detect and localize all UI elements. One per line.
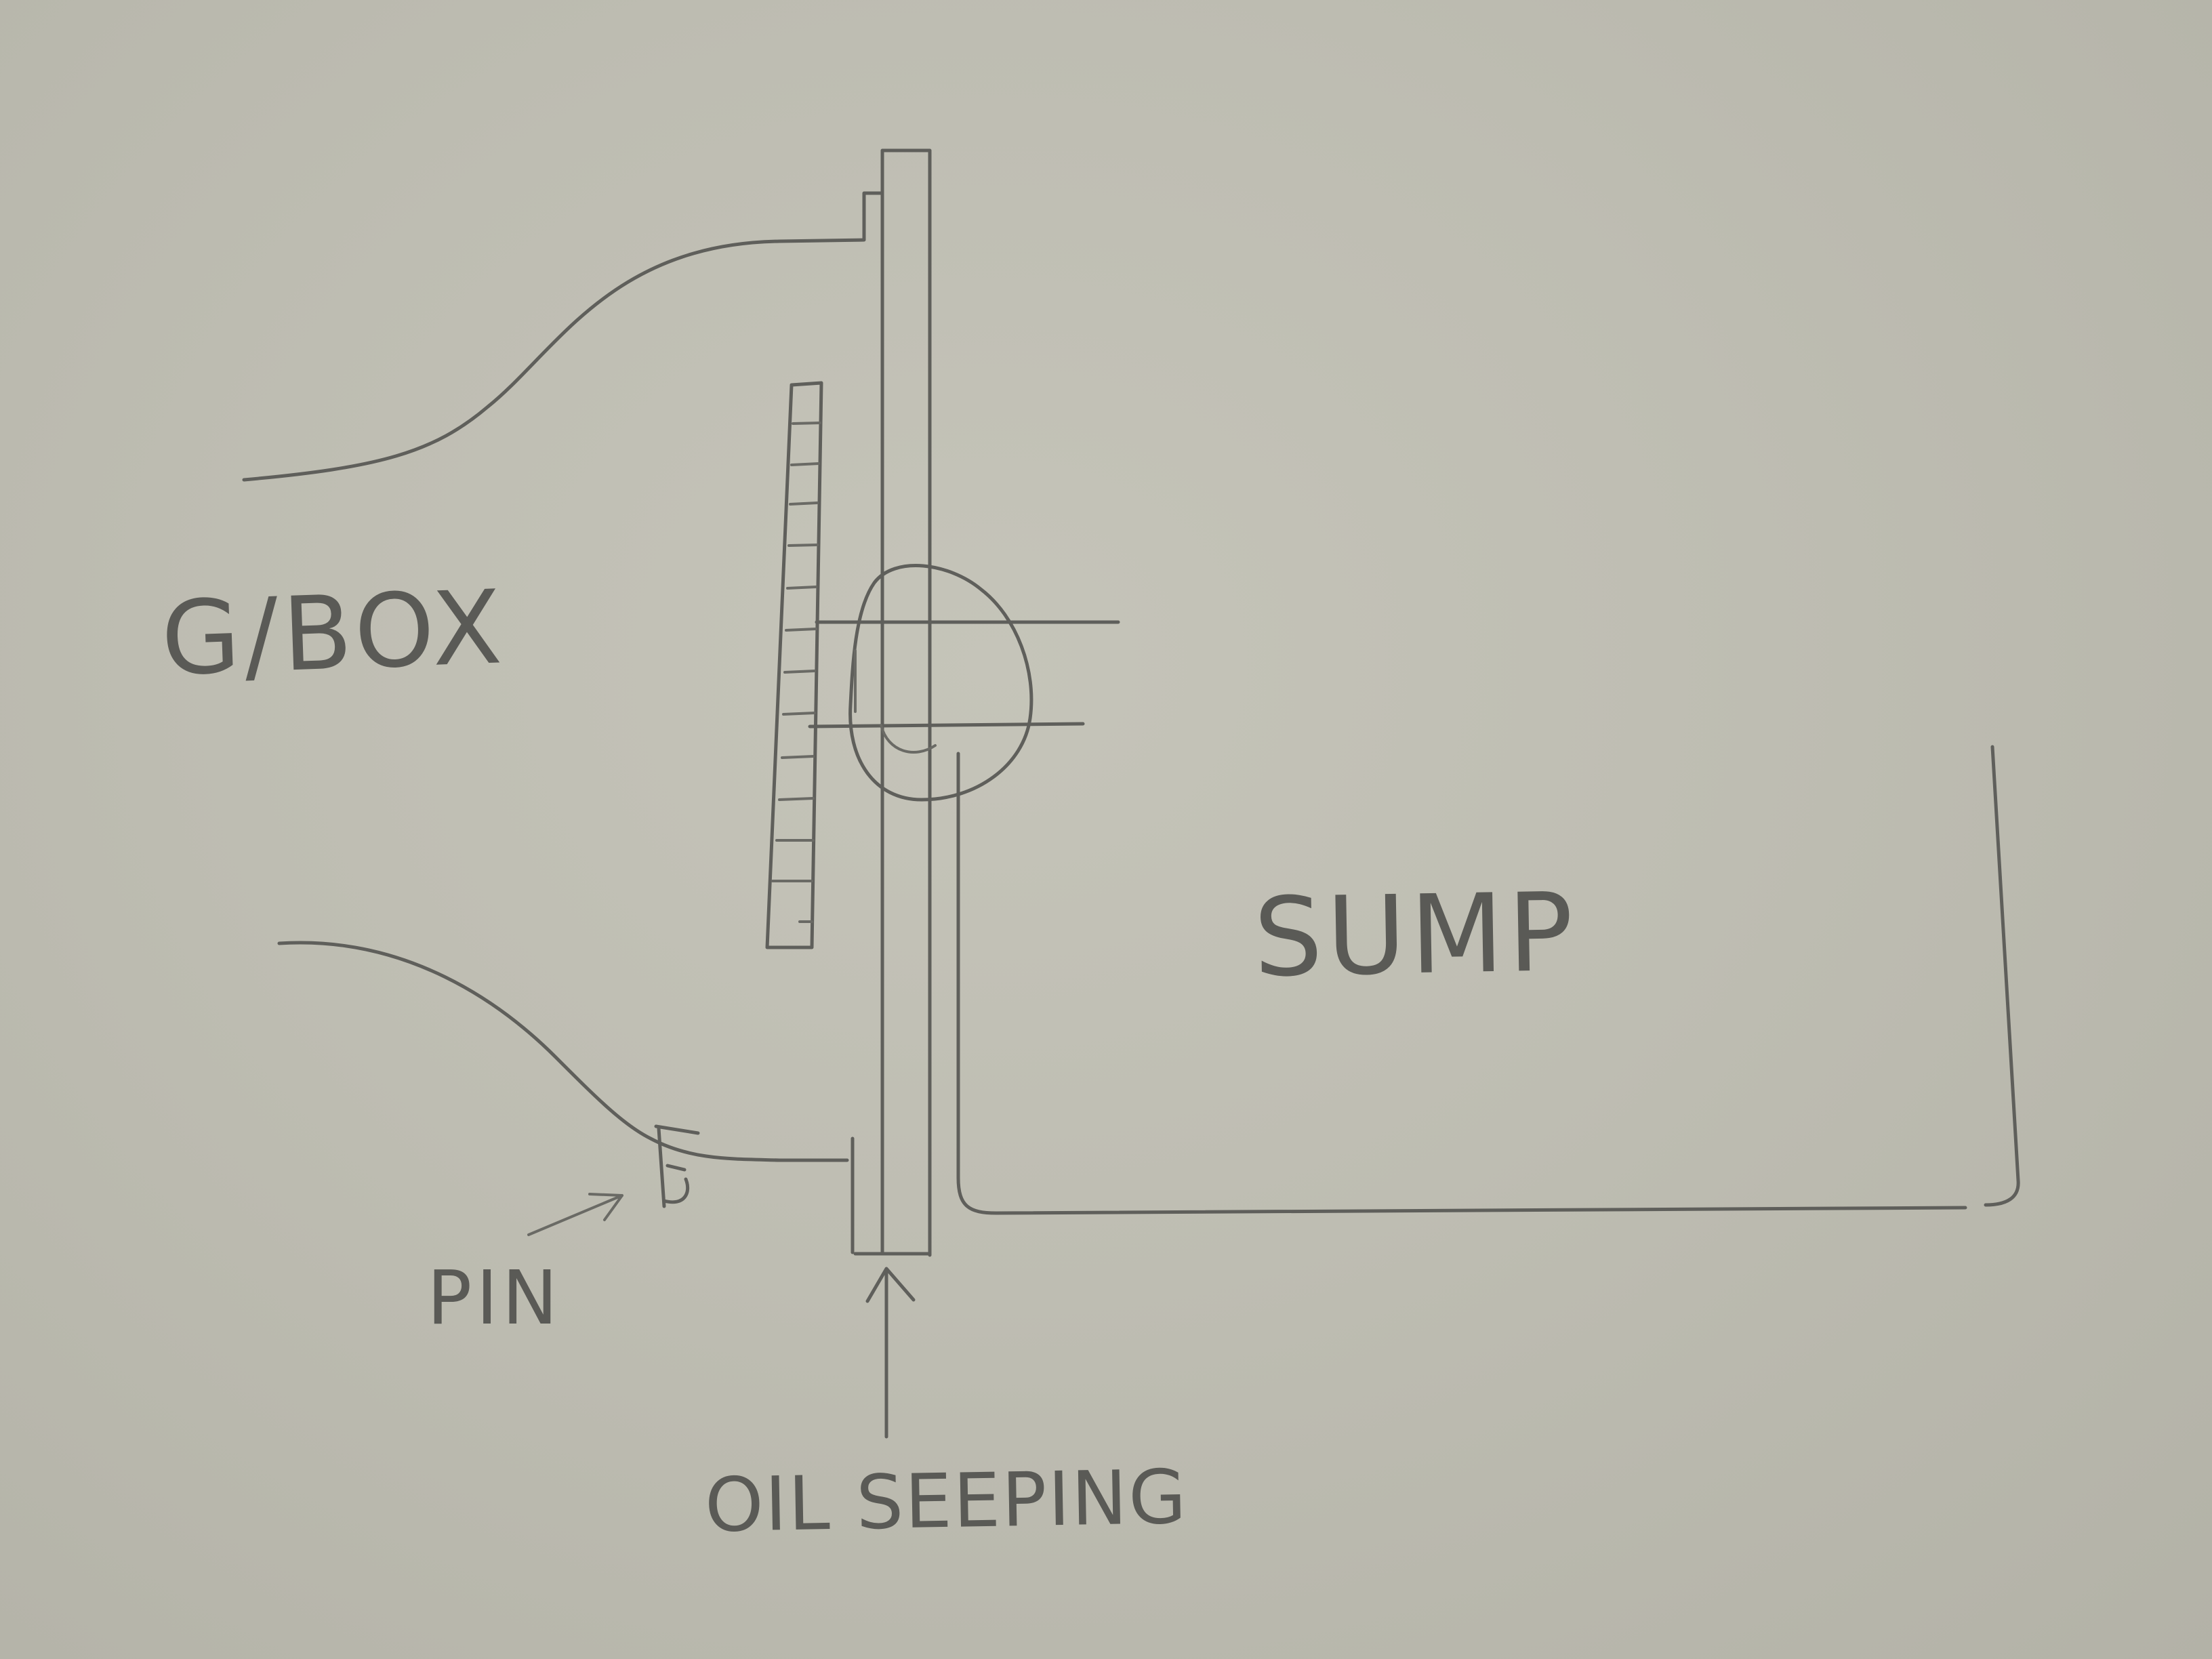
gearbox-upper-curve bbox=[242, 191, 884, 482]
bearing-inner-arc bbox=[854, 649, 937, 754]
pin-shape bbox=[654, 1124, 700, 1208]
pin-arrow bbox=[527, 1193, 623, 1236]
lower-cross-bar bbox=[808, 722, 1085, 729]
bearing-seal bbox=[848, 564, 1033, 802]
gearbox-lower-curve bbox=[277, 941, 849, 1162]
pin-label: PIN bbox=[427, 1254, 562, 1341]
splined-bar bbox=[765, 381, 823, 949]
central-shaft bbox=[853, 148, 932, 1257]
sump-outer-wall bbox=[1984, 745, 2020, 1207]
oil-seeping-label: OIL SEEPING bbox=[703, 1453, 1189, 1549]
splined-bar-ribs bbox=[771, 422, 821, 923]
sump-inner-wall bbox=[956, 752, 1967, 1215]
gearbox-label: G/BOX bbox=[159, 569, 508, 699]
oil-arrow bbox=[865, 1267, 916, 1439]
sump-label: SUMP bbox=[1252, 868, 1578, 1002]
